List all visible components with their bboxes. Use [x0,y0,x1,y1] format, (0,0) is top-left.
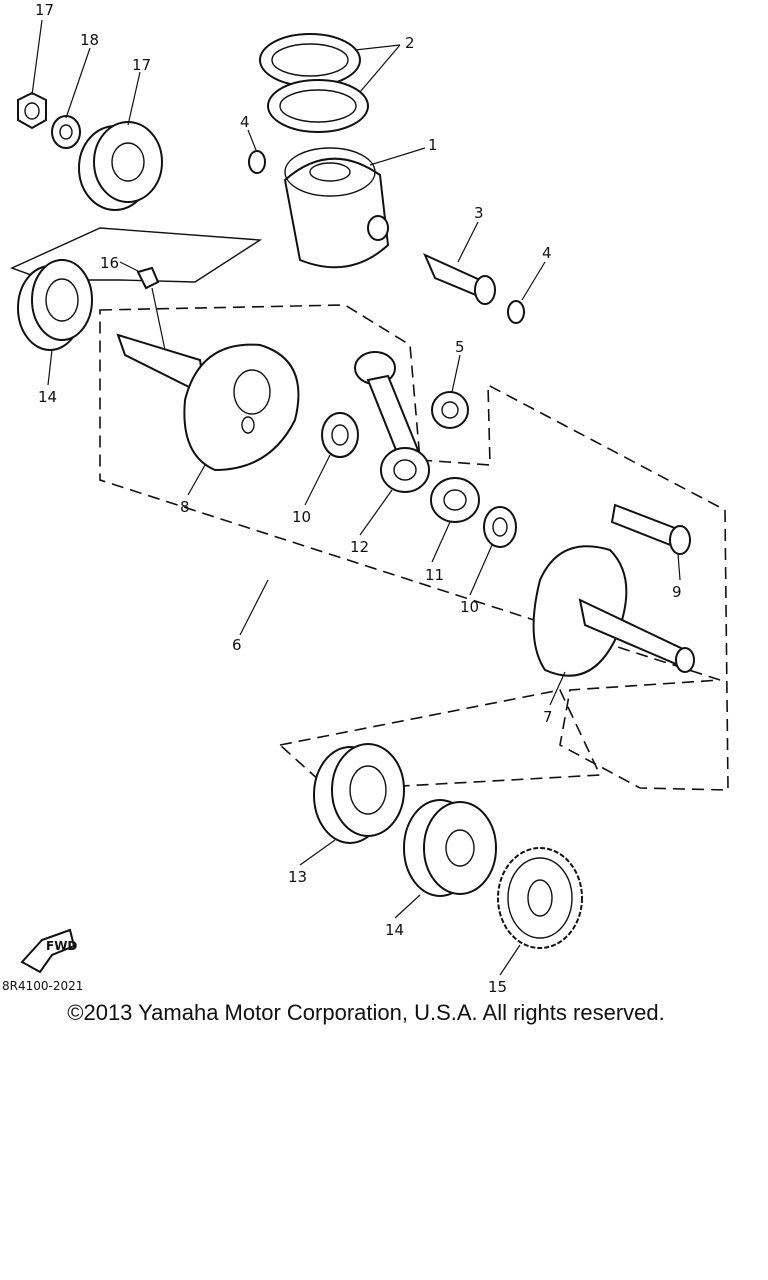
callout-2: 2 [405,34,415,52]
callout-15: 15 [488,978,507,996]
callout-19: 17 [35,1,54,19]
part-15-gear [497,847,583,949]
part-3-piston-pin [423,253,496,305]
part-5-needle-bearing [431,391,469,429]
callout-14: 14 [385,921,404,939]
bearing-group-outline-right [278,689,602,791]
callout-13: 13 [288,868,307,886]
callout-16: 14 [38,388,57,406]
callout-12: 12 [350,538,369,556]
drawing-code: 8R4100-2021 [2,979,83,993]
callout-11: 11 [425,566,444,584]
part-12-connecting-rod [354,351,430,493]
part-7-crank-right [532,545,695,677]
part-8-crank-left [116,333,300,472]
callout-4-right: 4 [542,244,552,262]
part-1-piston [283,147,390,269]
part-18-key [136,266,160,290]
fwd-label: FWD [46,939,77,953]
part-2-piston-rings [259,33,369,133]
callout-18: 16 [100,254,119,272]
callout-9: 9 [672,583,682,601]
copyright-notice: ©2013 Yamaha Motor Corporation, U.S.A. A… [67,1000,665,1025]
part-17-oil-seal [78,121,163,211]
part-14-oil-seal [403,799,497,897]
callout-10-left: 10 [292,508,311,526]
callout-17: 17 [132,56,151,74]
callout-5: 5 [455,338,465,356]
part-13-bearing [313,743,405,844]
callout-3: 3 [474,204,484,222]
part-9-crank-pin [610,503,691,555]
fwd-arrow-icon: FWD [20,928,77,974]
part-20-washer [51,115,81,149]
callout-8: 8 [180,498,190,516]
part-19-nut [17,91,47,130]
part-10-washer-right [483,506,517,548]
exploded-parts-diagram: FWD 17 18 17 2 4 1 3 4 16 5 14 8 10 12 1… [2,1,729,996]
part-4-clip-top [248,150,266,174]
part-4-clip-right [507,300,525,324]
callout-7: 7 [543,708,553,726]
callout-4-top: 4 [240,113,250,131]
callout-10-right: 10 [460,598,479,616]
part-11-needle-bearing [430,477,480,523]
part-16-bearing [17,259,93,351]
part-10-washer-left [321,412,359,458]
leader-lines [31,19,681,976]
callout-20: 18 [80,31,99,49]
callout-1: 1 [428,136,438,154]
crankshaft-assembly-outline [99,304,729,791]
callout-6: 6 [232,636,242,654]
